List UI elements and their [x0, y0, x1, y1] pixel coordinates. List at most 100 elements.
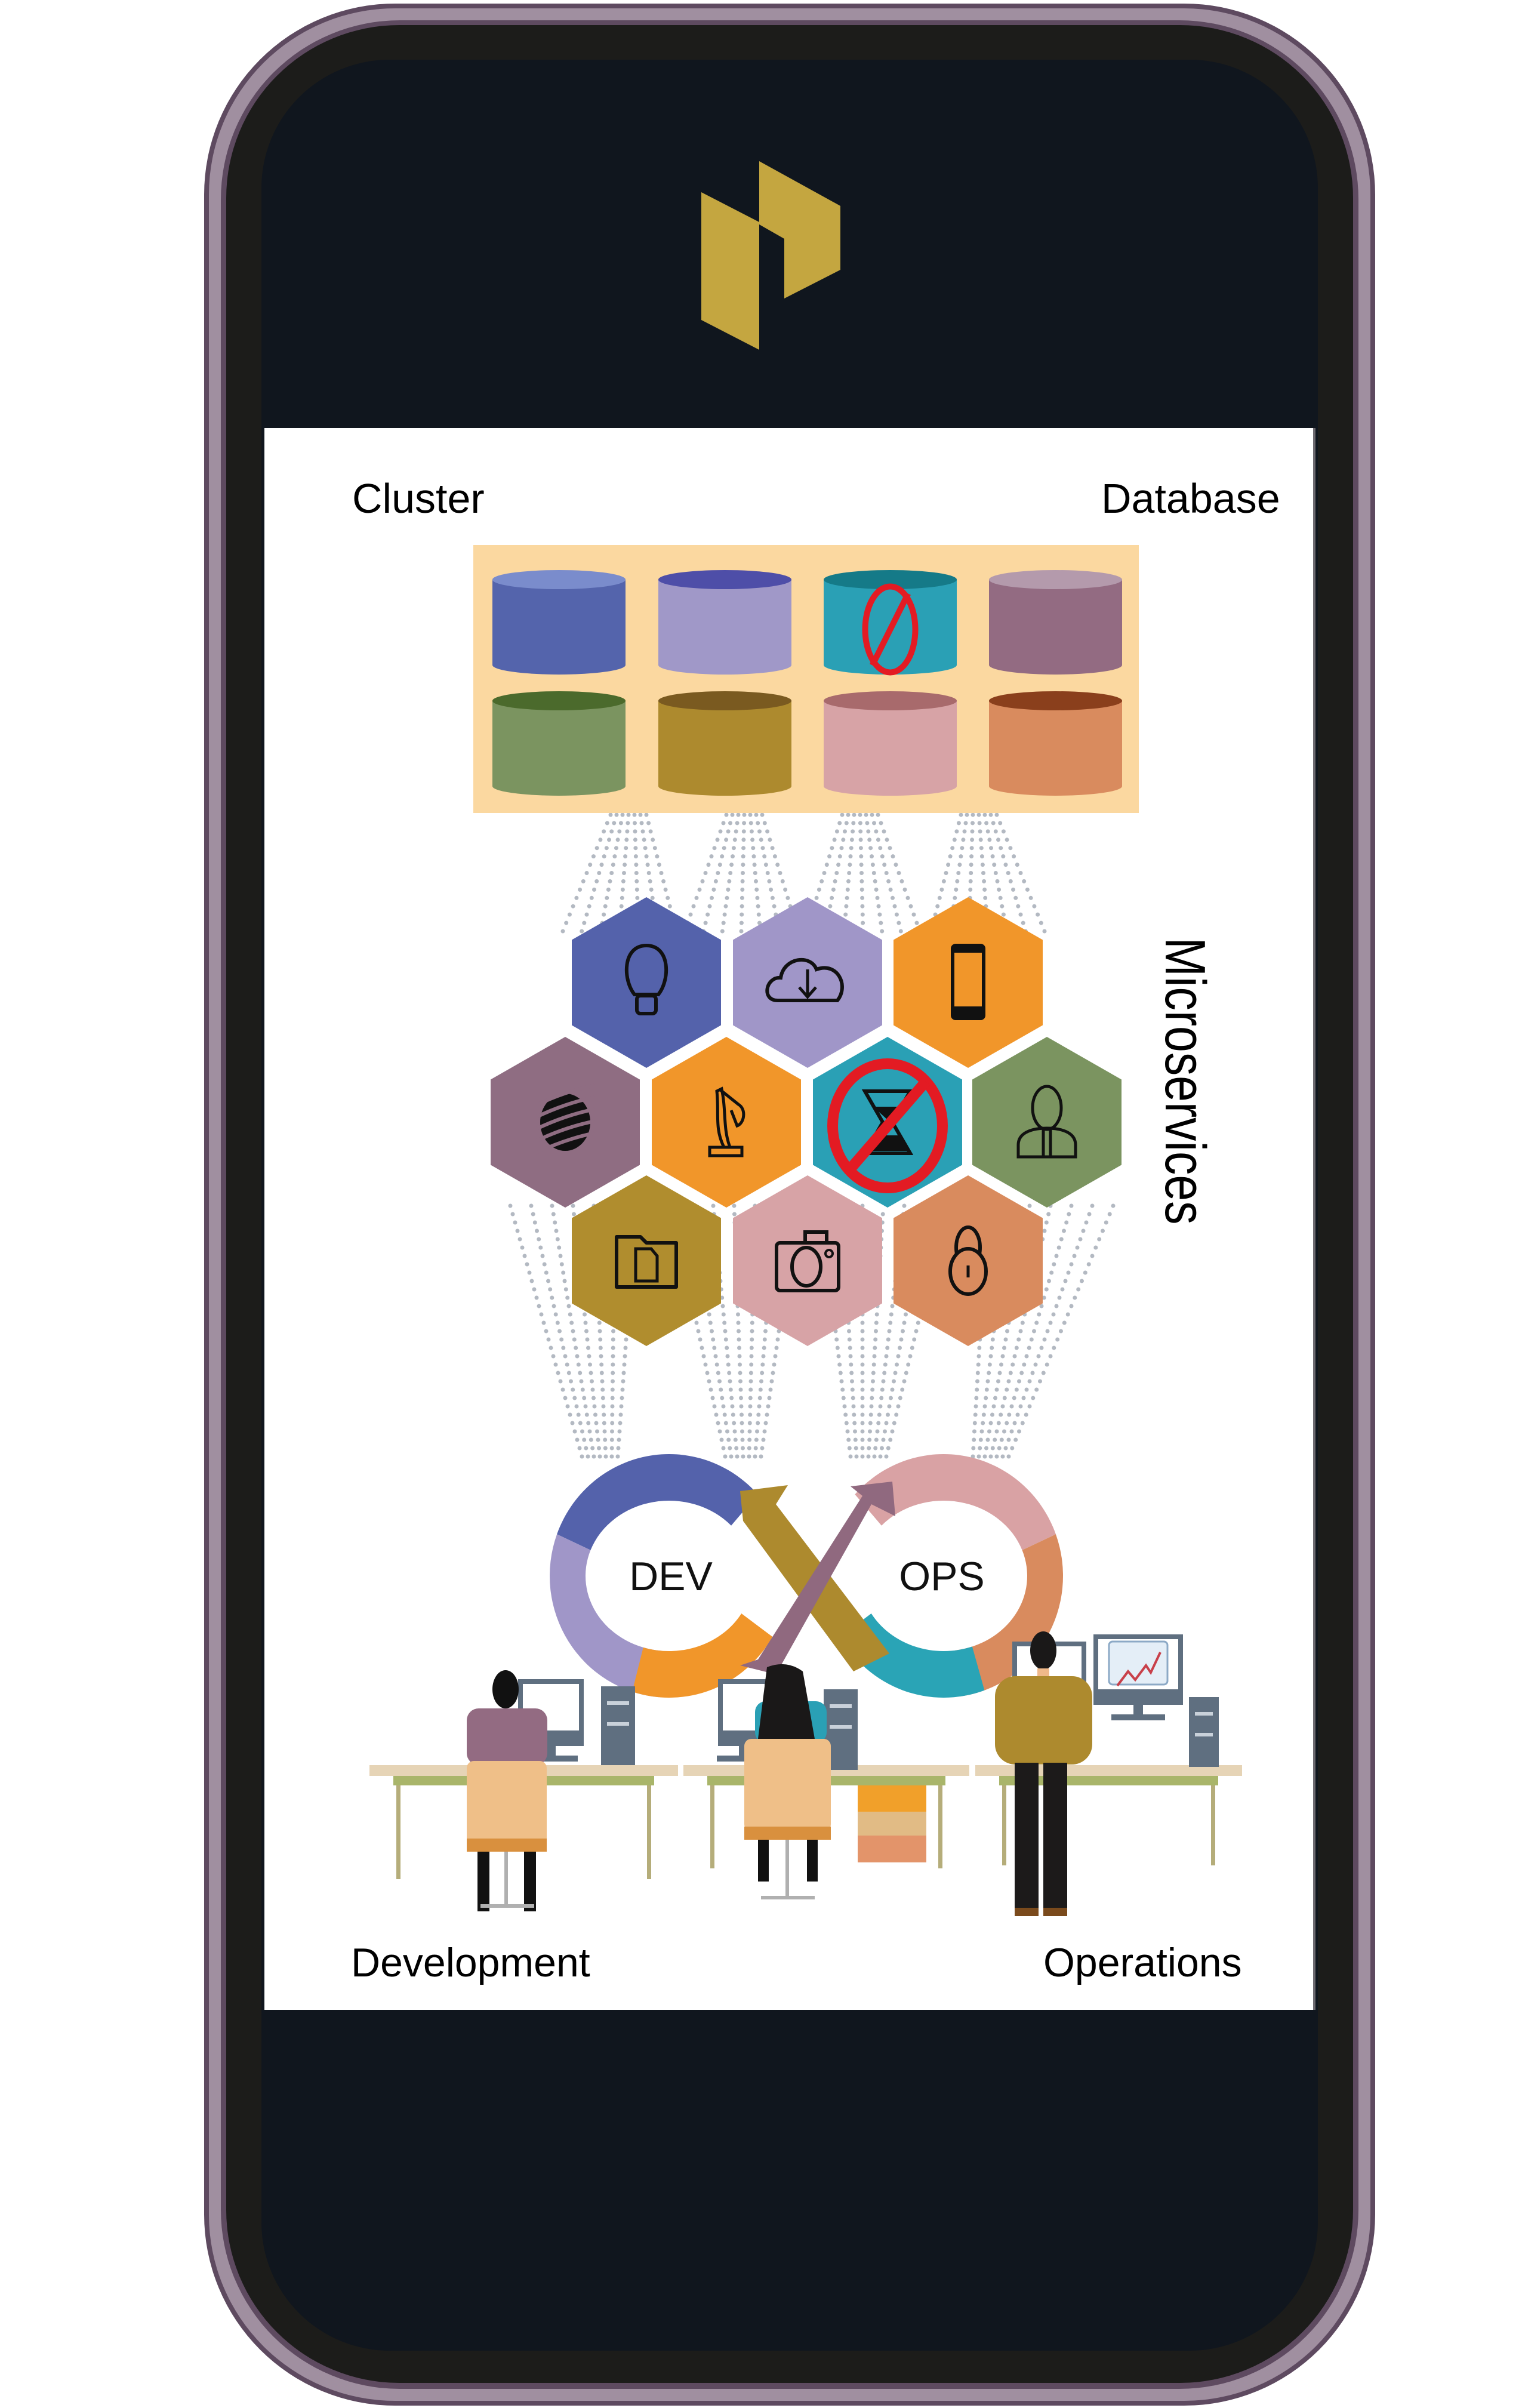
microservice-hex-desk-lamp: [652, 1037, 801, 1208]
desk-lamp-icon: [708, 1086, 745, 1157]
hex-tile: [733, 1175, 882, 1346]
tower-left: [601, 1686, 635, 1765]
monitor-base: [717, 1756, 771, 1762]
binary-stream-upper: [929, 812, 1047, 934]
binary-digit-column: [550, 1203, 596, 1459]
binary-digit-column: [876, 812, 922, 934]
person-leg: [1043, 1763, 1067, 1909]
planet-icon: [534, 1083, 596, 1155]
cylinder-top: [658, 570, 791, 589]
person-leg: [758, 1840, 769, 1882]
person-shirt: [995, 1676, 1092, 1765]
camera-top: [803, 1230, 828, 1245]
microservices-label: Microservices: [1153, 937, 1217, 1225]
person-leg: [524, 1852, 536, 1911]
folder-outline: [615, 1235, 678, 1289]
blocked-icon: [862, 583, 919, 676]
chair-back: [744, 1739, 831, 1831]
person-operator: [995, 1631, 1092, 1916]
desk-leg: [1002, 1785, 1006, 1865]
drawer-cabinet: [858, 1785, 926, 1862]
cylinder-top: [492, 570, 626, 589]
ops-right-arrow: [955, 1534, 1063, 1697]
hex-tile: [894, 897, 1043, 1068]
hex-tile: [972, 1037, 1122, 1208]
binary-digit-column: [1000, 1203, 1095, 1459]
person-developer: [467, 1670, 547, 1911]
person-head: [1030, 1631, 1056, 1670]
cylinder-body: [492, 580, 626, 675]
microservices-hexes: [491, 897, 1122, 1346]
binary-digit-column: [748, 812, 763, 934]
tower-right: [1189, 1697, 1219, 1767]
cylinder-body: [824, 701, 957, 796]
cylinder-body: [492, 701, 626, 796]
binary-digit-column: [739, 812, 747, 934]
chart-screen: [1108, 1640, 1169, 1686]
cylinder-body: [989, 580, 1122, 675]
folder-file-icon: [615, 1235, 678, 1289]
development-label: Development: [351, 1940, 590, 1985]
drive-bay: [607, 1701, 629, 1705]
padlock-icon: [948, 1225, 988, 1296]
binary-digit-column: [1006, 1203, 1116, 1459]
person-leg: [807, 1840, 818, 1882]
database-cylinder: [824, 570, 957, 676]
person-hair: [758, 1664, 815, 1739]
microservice-hex-camera: [733, 1175, 882, 1346]
binary-digit-column: [994, 812, 1047, 934]
chair-seat: [467, 1839, 547, 1852]
camera-lens: [790, 1246, 822, 1288]
logo-right-panel: [759, 161, 840, 298]
drive-bay: [1195, 1733, 1213, 1736]
cross-up-arrow: [740, 1482, 895, 1674]
cylinder-top: [658, 691, 791, 710]
microservice-hex-hourglass: [808, 1031, 967, 1213]
user-body: [1016, 1126, 1077, 1159]
cylinder-top: [492, 691, 626, 710]
binary-digit-column: [560, 812, 613, 934]
desk-leg: [1211, 1785, 1215, 1865]
microservice-hex-mobile-phone: [894, 897, 1043, 1068]
monitor-stand: [1133, 1705, 1143, 1716]
person-leg: [1015, 1763, 1039, 1909]
chair-post: [504, 1852, 508, 1905]
cloud-download-icon: [765, 958, 844, 1002]
binary-digit-column: [720, 812, 741, 934]
cluster-label: Cluster: [352, 475, 485, 522]
cylinder-top: [989, 570, 1122, 589]
person-leg: [477, 1852, 489, 1911]
person-developer-2: [744, 1664, 831, 1899]
dev-bottom-arrow: [632, 1613, 773, 1698]
chair-base: [761, 1896, 815, 1899]
lamp-arm: [715, 1086, 732, 1148]
lamp-shade: [719, 1089, 745, 1128]
bulb-base: [635, 994, 658, 1015]
blocked-slash: [845, 1078, 930, 1174]
camera-icon: [775, 1230, 840, 1292]
microservice-hex-folder-file: [572, 1175, 721, 1346]
person-shoe: [1043, 1908, 1067, 1916]
database-cylinder: [658, 691, 791, 796]
database-cylinder: [989, 570, 1122, 675]
dev-left-arrow: [549, 1534, 662, 1698]
person-shoe: [1015, 1908, 1039, 1916]
cylinder-body: [989, 701, 1122, 796]
bulb-glass: [624, 943, 668, 996]
monitor-chart: [1093, 1634, 1183, 1720]
drive-bay: [607, 1722, 629, 1726]
phone-bottom-bar: [953, 1006, 984, 1018]
dev-label: DEV: [629, 1554, 713, 1599]
binary-digit-column: [858, 812, 865, 934]
monitor-base: [524, 1756, 578, 1762]
user-icon: [1016, 1085, 1077, 1159]
dev-top-arrow: [557, 1454, 758, 1550]
microservice-hex-padlock: [894, 1175, 1043, 1346]
planet-band: [534, 1107, 596, 1131]
chair-base: [480, 1904, 534, 1908]
hex-tile: [572, 897, 721, 1068]
person-neck: [1037, 1668, 1049, 1677]
drawer: [858, 1785, 926, 1812]
